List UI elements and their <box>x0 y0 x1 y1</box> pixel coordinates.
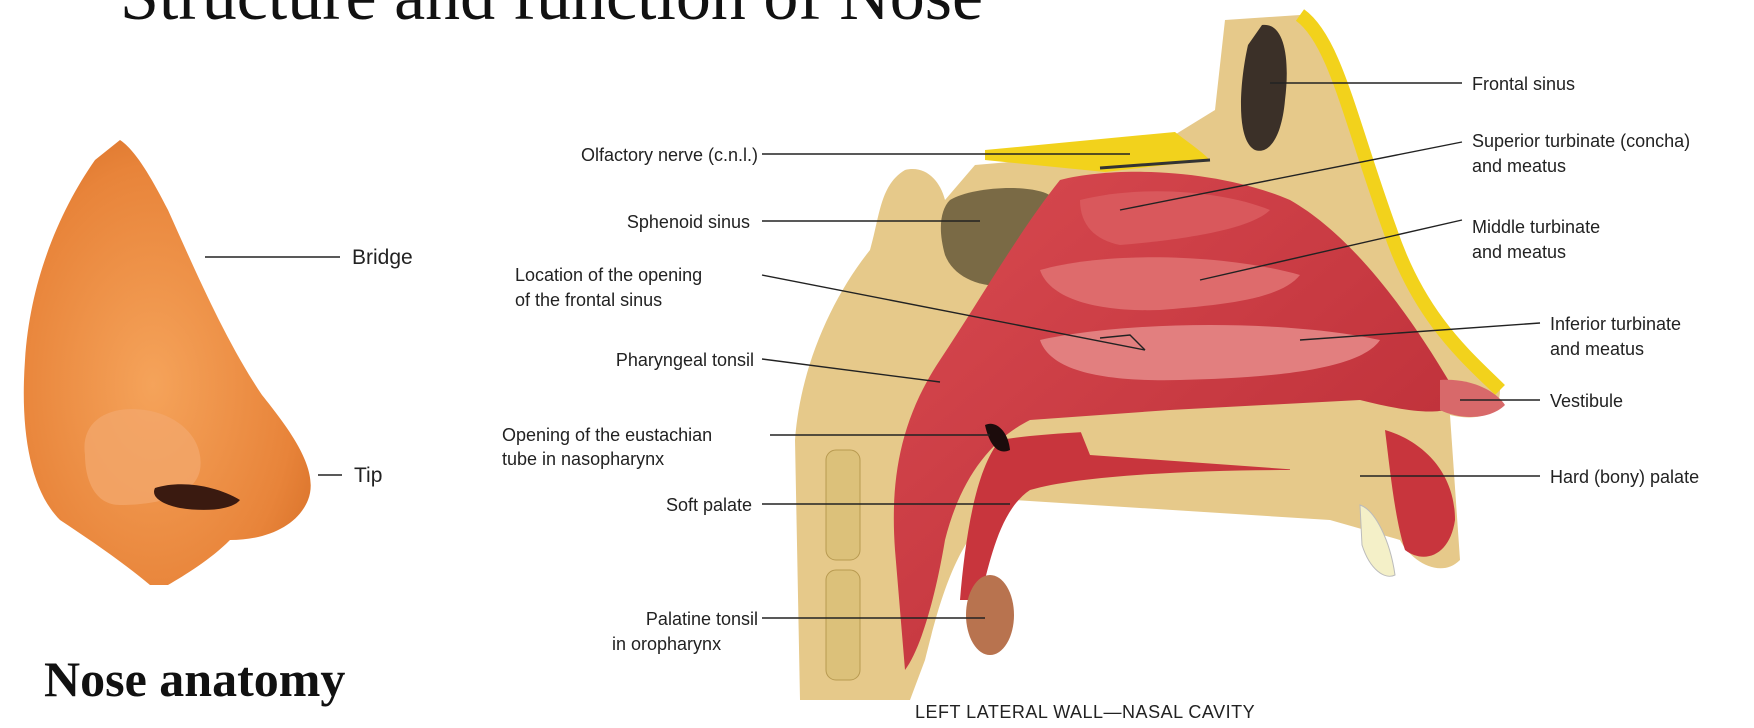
label-frontal-sinus: Frontal sinus <box>1472 74 1575 94</box>
figure-footer: LEFT LATERAL WALL—NASAL CAVITY <box>915 702 1255 723</box>
label-superior-1: Superior turbinate (concha) <box>1472 131 1690 151</box>
nose-profile <box>24 140 311 585</box>
label-soft-palate: Soft palate <box>666 495 752 515</box>
external-nose <box>24 140 311 585</box>
label-frontal-opening-1: Location of the opening <box>515 265 702 285</box>
vertebra <box>826 450 860 560</box>
label-eustachian-1: Opening of the eustachian <box>502 425 712 445</box>
label-palatine-2: in oropharynx <box>612 634 721 654</box>
label-middle-2: and meatus <box>1472 242 1566 262</box>
nose-anatomy-caption: Nose anatomy <box>44 650 345 708</box>
label-inferior-1: Inferior turbinate <box>1550 314 1681 334</box>
label-middle-1: Middle turbinate <box>1472 217 1600 237</box>
nasal-cavity-section <box>795 15 1505 700</box>
label-vestibule: Vestibule <box>1550 391 1623 411</box>
vertebra <box>826 570 860 680</box>
label-palatine-1: Palatine tonsil <box>646 609 758 629</box>
label-hard-palate: Hard (bony) palate <box>1550 467 1699 487</box>
label-superior-2: and meatus <box>1472 156 1566 176</box>
label-eustachian-2: tube in nasopharynx <box>502 449 664 469</box>
label-frontal-opening-2: of the frontal sinus <box>515 290 662 310</box>
label-olfactory: Olfactory nerve (c.n.l.) <box>581 145 758 165</box>
palatine-tonsil <box>966 575 1014 655</box>
label-inferior-2: and meatus <box>1550 339 1644 359</box>
right-labels: Frontal sinus Superior turbinate (concha… <box>1472 74 1699 487</box>
tip-label: Tip <box>354 464 382 487</box>
label-pharyngeal: Pharyngeal tonsil <box>616 350 754 370</box>
bridge-label: Bridge <box>352 246 413 269</box>
label-sphenoid: Sphenoid sinus <box>627 212 750 232</box>
left-labels: Olfactory nerve (c.n.l.) Sphenoid sinus … <box>502 145 758 654</box>
